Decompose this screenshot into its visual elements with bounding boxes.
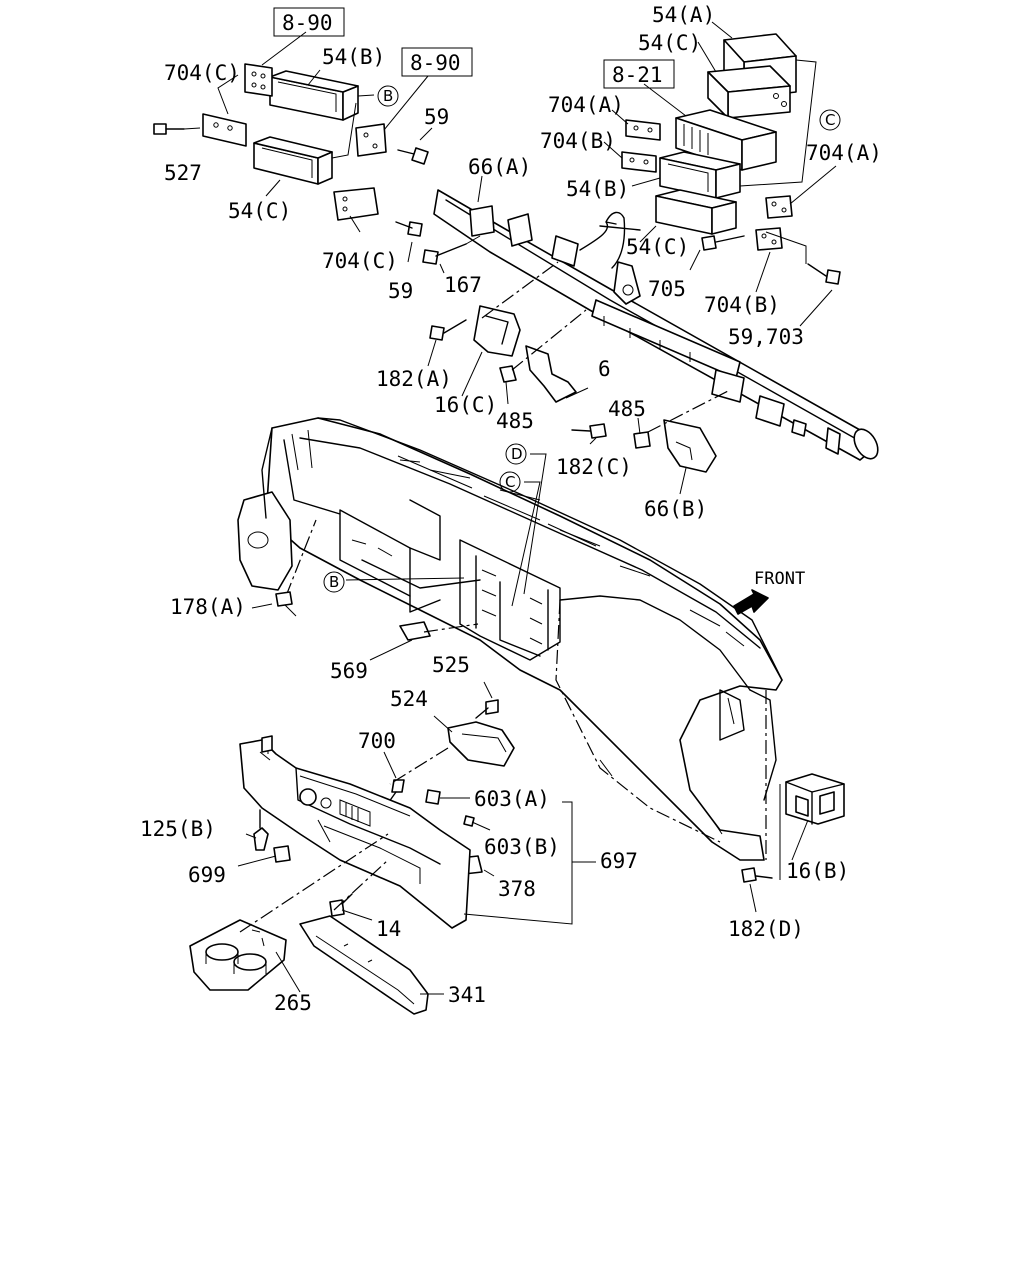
label-178a: 178(A) (170, 595, 246, 619)
cross-beam-assembly (433, 189, 879, 473)
label-705: 705 (648, 277, 686, 301)
circled-references: B C D C B (323, 85, 841, 593)
upper-left-pocket-group (153, 63, 467, 341)
ref-box-8-21-text: 8-21 (612, 63, 663, 87)
label-54a: 54(A) (652, 3, 715, 27)
ref-box-8-90-b-text: 8-90 (410, 51, 461, 75)
label-54c-top: 54(C) (638, 31, 701, 55)
label-6: 6 (598, 357, 611, 381)
label-59-bottom: 59 (388, 279, 413, 303)
label-167: 167 (444, 273, 482, 297)
panel-leaders (251, 453, 547, 661)
label-182c: 182(C) (556, 455, 632, 479)
ref-box-8-90-a-text: 8-90 (282, 11, 333, 35)
circle-ref-b-mid: B (329, 573, 339, 591)
label-54b-left: 54(B) (322, 45, 385, 69)
label-704b-left: 704(B) (540, 129, 616, 153)
label-603a: 603(A) (474, 787, 550, 811)
label-524: 524 (390, 687, 428, 711)
label-697: 697 (600, 849, 638, 873)
label-704c-top: 704(C) (164, 61, 240, 85)
label-699: 699 (188, 863, 226, 887)
label-700: 700 (358, 729, 396, 753)
label-54c-left: 54(C) (228, 199, 291, 223)
label-66a: 66(A) (468, 155, 531, 179)
circle-ref-c-right: C (825, 111, 835, 129)
label-527: 527 (164, 161, 202, 185)
label-16c: 16(C) (434, 393, 497, 417)
label-182d: 182(D) (728, 917, 804, 941)
label-569: 569 (330, 659, 368, 683)
circle-ref-b-top: B (383, 87, 393, 105)
label-59-703: 59,703 (728, 325, 804, 349)
label-704b-right: 704(B) (704, 293, 780, 317)
label-704c-bottom: 704(C) (322, 249, 398, 273)
lower-leaders (237, 681, 809, 995)
ref-box-8-90-b (401, 47, 473, 77)
label-265: 265 (274, 991, 312, 1015)
label-54b-right: 54(B) (566, 177, 629, 201)
label-14: 14 (376, 917, 401, 941)
label-603b: 603(B) (484, 835, 560, 859)
label-54c-right: 54(C) (626, 235, 689, 259)
label-704a-right: 704(A) (806, 141, 882, 165)
label-341: 341 (448, 983, 486, 1007)
upper-right-pocket-group (621, 33, 841, 285)
front-label: FRONT (754, 569, 805, 589)
label-59-top: 59 (424, 105, 449, 129)
label-485-right: 485 (608, 397, 646, 421)
instrument-panel (237, 417, 783, 861)
cross-beam-leaders (427, 175, 731, 495)
part-labels: 54(A) 54(C) 54(B) 704(C) 527 54(C) 704(C… (140, 3, 882, 1015)
label-525: 525 (432, 653, 470, 677)
reference-boxes: 8-90 8-90 8-21 (273, 7, 675, 89)
circle-ref-c-mid: C (505, 473, 515, 491)
label-485-left: 485 (496, 409, 534, 433)
label-66b: 66(B) (644, 497, 707, 521)
label-378: 378 (498, 877, 536, 901)
label-16b: 16(B) (786, 859, 849, 883)
label-182a: 182(A) (376, 367, 452, 391)
circle-ref-d: D (511, 445, 523, 463)
ref-box-8-21 (603, 59, 675, 89)
label-704a-left: 704(A) (548, 93, 624, 117)
lower-components (189, 699, 845, 1015)
front-arrow (733, 589, 769, 615)
ref-box-8-90-a (273, 7, 345, 37)
label-125b: 125(B) (140, 817, 216, 841)
upper-left-leaders (183, 31, 445, 274)
upper-right-leaders (603, 21, 837, 327)
